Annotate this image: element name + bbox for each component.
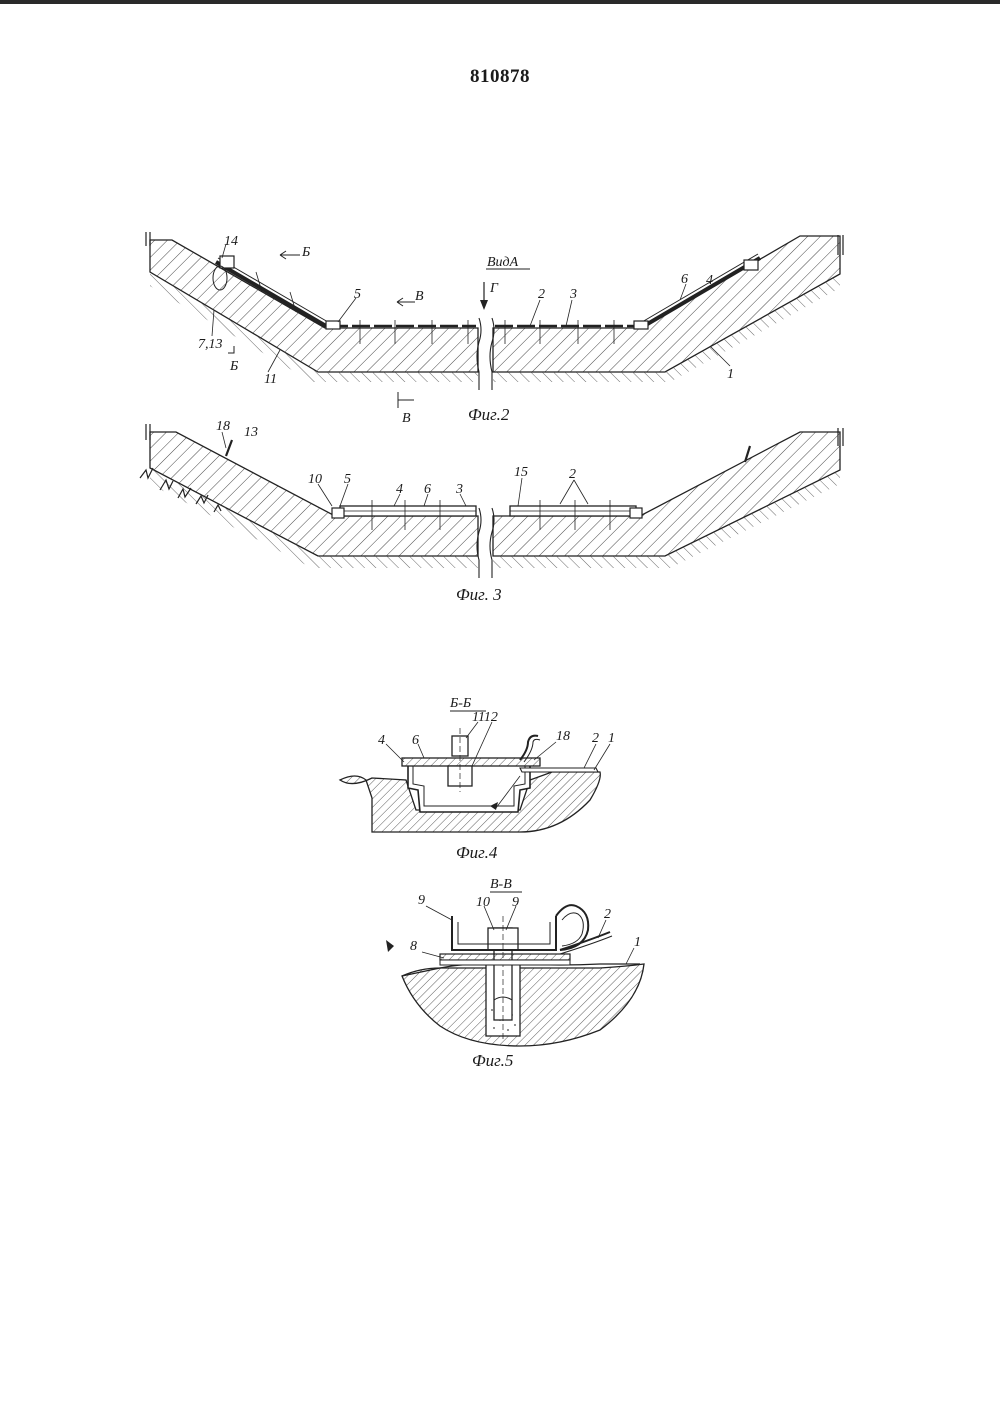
fig4-label-1112: 1112	[472, 710, 498, 725]
fig5-label-9a: 9	[418, 893, 425, 908]
fig4-label-6: 6	[412, 733, 419, 748]
fig3-label-18: 18	[216, 419, 230, 434]
figure-4: Б-Б	[340, 696, 615, 862]
fig2-label-11: 11	[264, 372, 277, 387]
fig3-label-4: 4	[396, 482, 403, 497]
fig3-label-3: 3	[455, 482, 463, 497]
fig5-label-8: 8	[410, 939, 417, 954]
fig5-label-9b: 9	[512, 895, 519, 910]
fig2-view-label: ВидА	[487, 255, 519, 270]
fig5-caption: Фиг.5	[472, 1051, 513, 1070]
fig5-label-10: 10	[476, 895, 490, 910]
fig3-label-6: 6	[424, 482, 431, 497]
fig2-label-3: 3	[569, 287, 577, 302]
joint-block-right	[634, 321, 648, 329]
fig2-label-7-13: 7,13	[198, 337, 223, 352]
fig4-label-4: 4	[378, 733, 385, 748]
fig2-section-b-bottom: Б	[229, 359, 238, 374]
fig2-label-5: 5	[354, 287, 361, 302]
fig5-section-title: В-В	[490, 877, 512, 892]
fig3-lining-body-right	[493, 432, 840, 556]
figure-5: В-В	[386, 877, 644, 1070]
fig2-section-b-top: Б	[301, 245, 310, 260]
fig5-plate-8	[440, 954, 570, 960]
fig4-plate-2	[520, 768, 598, 772]
fig2-label-6: 6	[681, 272, 688, 287]
fig3-label-10: 10	[308, 472, 322, 487]
fig2-label-1: 1	[727, 367, 734, 382]
fig4-plate-6	[402, 758, 540, 766]
fig2-section-v-bottom: В	[402, 411, 411, 426]
fig3-label-2: 2	[569, 467, 576, 482]
fig4-caption: Фиг.4	[456, 843, 498, 862]
fig3-caption: Фиг. 3	[456, 585, 502, 604]
anchor-right	[744, 260, 758, 270]
fig2-arrow-label: Г	[489, 281, 499, 296]
fig5-strip-2	[560, 932, 610, 950]
fig4-section-title: Б-Б	[449, 696, 471, 711]
fig2-label-4: 4	[706, 273, 713, 288]
fig5-label-1: 1	[634, 935, 641, 950]
figure-3: 18 13 10 5 4 6 3 15 2 Фиг. 3	[140, 419, 843, 604]
fig4-label-1: 1	[608, 731, 615, 746]
fig3-label-5: 5	[344, 472, 351, 487]
fig2-label-2: 2	[538, 287, 545, 302]
fig4-label-2: 2	[592, 731, 599, 746]
fig2-section-v-top: В	[415, 289, 424, 304]
fig5-label-2: 2	[604, 907, 611, 922]
fig3-label-15: 15	[514, 465, 528, 480]
figure-2: 14 Б 5 В ВидА Г 2 3 6 4 1 7,13 Б 11 В Фи…	[146, 232, 843, 426]
fig3-label-13: 13	[244, 425, 258, 440]
fig2-caption: Фиг.2	[468, 405, 510, 424]
fig2-label-14: 14	[224, 234, 238, 249]
joint-block-left	[326, 321, 340, 329]
fig4-label-18: 18	[556, 729, 570, 744]
fig5-base-body	[402, 964, 644, 1046]
